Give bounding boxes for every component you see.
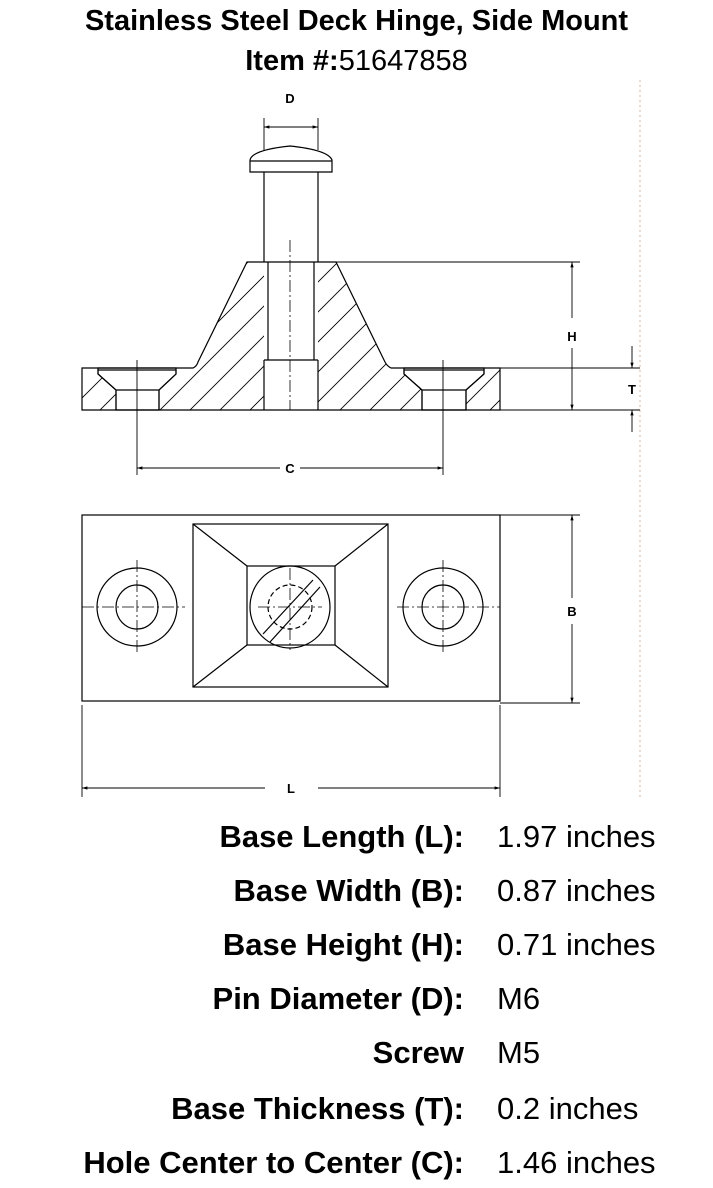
pin-head [249,145,333,173]
spec-label: Base Width (B): [233,873,465,908]
spec-label: Pin Diameter (D): [212,981,464,1016]
spec-row-base-height: Base Height (H): 0.71 inches [0,923,713,967]
label-t: T [628,382,636,397]
label-b: B [567,604,576,619]
spec-value: 0.87 inches [497,873,656,908]
spec-row-base-width: Base Width (B): 0.87 inches [0,869,713,913]
top-view [81,514,501,702]
side-section-view [81,145,501,475]
item-number-line: Item #:51647858 [0,44,713,78]
spec-value: 1.46 inches [497,1145,656,1180]
label-h: H [567,329,576,344]
label-l: L [287,781,295,796]
spec-row-hole-center: Hole Center to Center (C): 1.46 inches [0,1141,713,1185]
spec-row-base-length: Base Length (L): 1.97 inches [0,815,713,859]
spec-label: Base Height (H): [222,927,464,962]
spec-row-screw: Screw M5 [0,1031,713,1075]
item-number: 51647858 [338,45,468,77]
product-title: Stainless Steel Deck Hinge, Side Mount [84,5,629,37]
technical-drawing: D H T C B L [81,80,641,800]
spec-value: 0.2 inches [497,1091,639,1126]
spec-label: Screw [372,1035,464,1070]
spec-value: 0.71 inches [497,927,656,962]
spec-value: M5 [497,1035,541,1070]
label-c: C [285,461,295,476]
spec-label: Hole Center to Center (C): [83,1145,464,1180]
spec-label: Base Length (L): [219,819,464,854]
item-label: Item #: [245,45,339,77]
spec-label: Base Thickness (T): [171,1091,464,1126]
spec-row-pin-diameter: Pin Diameter (D): M6 [0,977,713,1021]
label-d: D [285,91,294,106]
spec-row-base-thickness: Base Thickness (T): 0.2 inches [0,1087,713,1131]
spec-value: 1.97 inches [497,819,656,854]
spec-value: M6 [497,981,541,1016]
